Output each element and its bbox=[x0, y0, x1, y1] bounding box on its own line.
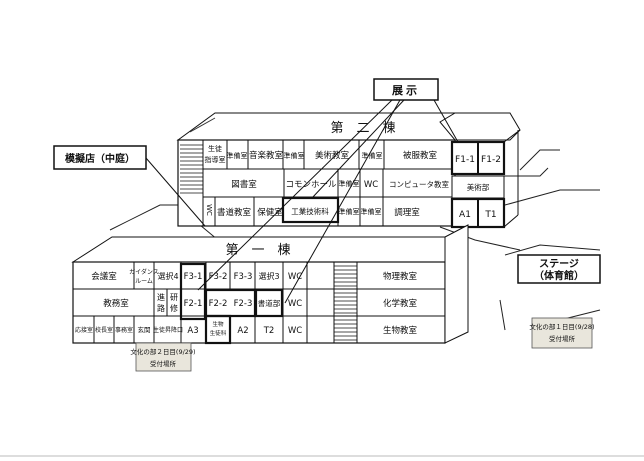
room-guidance-1: ガイダンス bbox=[129, 268, 159, 276]
reception-day2-line1: 文化の部２日目(9/29) bbox=[130, 347, 195, 356]
stage-label-box bbox=[517, 254, 601, 284]
room-a2: A2 bbox=[237, 326, 248, 336]
room-bijutsubu: 美術部 bbox=[467, 182, 490, 192]
room-kagaku: 化学教室 bbox=[383, 298, 418, 309]
roof-line bbox=[189, 117, 216, 133]
room-t2: T2 bbox=[263, 326, 275, 336]
room-seibutsu-1: 生物 bbox=[212, 320, 224, 328]
room-guidance-2: ルーム bbox=[135, 278, 153, 285]
room-kouchou: 校長室 bbox=[95, 326, 113, 334]
building-1-side bbox=[444, 224, 469, 344]
room-jimu: 事務室 bbox=[115, 326, 133, 334]
room-butsuri: 物理教室 bbox=[383, 271, 418, 282]
room-f3-1: F3-1 bbox=[184, 272, 203, 282]
building-2-roof bbox=[176, 112, 456, 141]
room-chouri: 調理室 bbox=[394, 207, 420, 218]
room-sentaku3: 選択3 bbox=[258, 271, 279, 281]
room-kougyou-box bbox=[281, 196, 340, 224]
room-seibutsu-2: 生徒科 bbox=[210, 329, 227, 337]
building-2: 第 二 棟 生徒 指導室 準備室 音楽教室 準備室 美術教室 準備室 被服教室 … bbox=[176, 112, 521, 229]
room-shodou: 書道教室 bbox=[217, 207, 252, 218]
room-kenshu-1: 研 bbox=[170, 293, 178, 302]
room-shodoubu: 書道部 bbox=[258, 298, 281, 308]
room-a1: A1 bbox=[459, 210, 471, 220]
mock-shop-callout: 模擬店（中庭） bbox=[53, 145, 206, 227]
room-f2-3: F2-3 bbox=[234, 299, 253, 309]
stage-label-line2: （体育館） bbox=[534, 269, 584, 282]
room-f1-2: F1-2 bbox=[481, 155, 501, 165]
building-2-annex-roof bbox=[439, 112, 521, 141]
shodoubu-box bbox=[254, 288, 284, 318]
room-f3-2: F3-2 bbox=[209, 272, 228, 282]
building-1-stairs bbox=[334, 265, 357, 341]
room-seito-entrance: 生徒昇降口 bbox=[153, 326, 183, 334]
room-kaigi: 会議室 bbox=[91, 271, 117, 282]
building-1-body bbox=[72, 261, 446, 344]
room-computer: コンピュータ教室 bbox=[389, 179, 449, 189]
room-kyomu: 教務室 bbox=[103, 298, 129, 309]
stage-callout: ステージ （体育館） bbox=[517, 254, 601, 284]
room-shinro-1: 進 bbox=[157, 293, 165, 302]
room-seito-shidou-1: 生徒 bbox=[208, 144, 222, 153]
reception-day1: 文化の部１日目(9/28) 受付場所 bbox=[529, 317, 595, 349]
room-junbi-a: 準備室 bbox=[227, 151, 248, 160]
room-junbi-f: 準備室 bbox=[361, 207, 382, 216]
room-ongaku: 音楽教室 bbox=[249, 150, 284, 161]
seibutsu-box bbox=[204, 314, 232, 345]
room-bijutsu: 美術教室 bbox=[315, 150, 350, 161]
reception-day2-line2: 受付場所 bbox=[150, 359, 177, 368]
exhibition-label: 展示 bbox=[391, 84, 420, 97]
reception-day2: 文化の部２日目(9/29) 受付場所 bbox=[130, 342, 196, 372]
room-toshoshitsu: 図書室 bbox=[231, 179, 257, 190]
building-2-stairs bbox=[180, 144, 203, 194]
room-wc1: WC bbox=[364, 180, 378, 190]
room-seibutsu-room: 生物教室 bbox=[383, 325, 418, 336]
room-sentaku4: 選択4 bbox=[157, 271, 178, 281]
reception-day1-line1: 文化の部１日目(9/28) bbox=[529, 322, 594, 331]
room-f3-3: F3-3 bbox=[234, 272, 253, 282]
room-f2-1: F2-1 bbox=[184, 299, 203, 309]
room-hifuku: 被服教室 bbox=[403, 150, 438, 161]
room-kenshu-2: 修 bbox=[170, 303, 178, 313]
room-kougyou: 工業技術科 bbox=[291, 206, 329, 216]
mock-shop-label: 模擬店（中庭） bbox=[65, 152, 135, 165]
room-hoken: 保健室 bbox=[257, 207, 283, 218]
room-ousetsu: 応接室 bbox=[75, 326, 93, 334]
exhibition-leaders bbox=[197, 99, 459, 304]
exhibition-callout: 展示 bbox=[197, 78, 459, 304]
building-1: 第 一 棟 会議室 ガイダンス ルーム 選択4 F3-1 F3-2 F3-3 選… bbox=[71, 224, 469, 345]
room-junbi-b: 準備室 bbox=[284, 151, 305, 160]
mock-shop-leader bbox=[145, 157, 206, 227]
room-wc-b: WC bbox=[288, 299, 302, 309]
room-f1-1: F1-1 bbox=[455, 155, 475, 165]
room-genkan: 玄関 bbox=[138, 325, 151, 334]
room-commons: コモンホール bbox=[285, 180, 337, 190]
room-a3: A3 bbox=[187, 326, 198, 336]
room-wc-c: WC bbox=[288, 326, 302, 336]
room-wc-a: WC bbox=[288, 272, 302, 282]
room-junbi-d: 準備室 bbox=[339, 179, 360, 188]
reception-day1-box bbox=[531, 317, 593, 349]
exhibition-label-box bbox=[373, 78, 439, 101]
stage-label-line1: ステージ bbox=[539, 258, 579, 270]
room-t1: T1 bbox=[484, 210, 496, 220]
room-f2-2: F2-2 bbox=[209, 299, 228, 309]
room-wc-vertical: WC bbox=[205, 204, 213, 216]
room-seito-shidou-2: 指導室 bbox=[205, 155, 226, 164]
reception-day1-line2: 受付場所 bbox=[549, 334, 576, 343]
room-junbi-c: 準備室 bbox=[362, 151, 383, 160]
room-shinro-2: 路 bbox=[157, 303, 165, 313]
mock-shop-label-box bbox=[53, 145, 147, 170]
room-junbi-e: 準備室 bbox=[339, 207, 360, 216]
reception-day2-box bbox=[135, 342, 192, 372]
building-1-name: 第 一 棟 bbox=[225, 243, 290, 258]
